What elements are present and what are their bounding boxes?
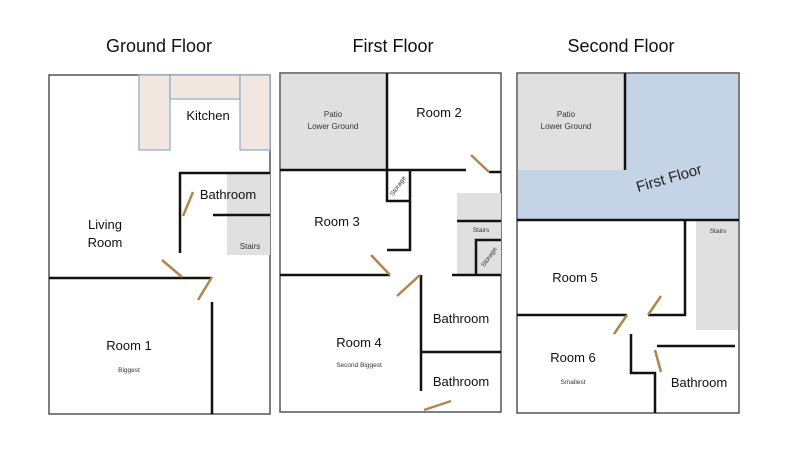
- stairs-label: Stairs: [473, 227, 490, 234]
- bathroom-label: Bathroom: [200, 187, 256, 202]
- patio-label: Patio: [324, 110, 343, 119]
- bathroom-label-1: Bathroom: [433, 311, 489, 326]
- bathroom-label: Bathroom: [671, 375, 727, 390]
- patio-area: [518, 74, 625, 170]
- stairs-label: Stairs: [240, 242, 260, 251]
- kitchen-counter-right: [239, 74, 271, 151]
- room6-note: Smallest: [561, 379, 586, 386]
- living-room-label-2: Room: [88, 235, 123, 250]
- room1-note: Biggest: [118, 367, 140, 374]
- bathroom-door: [653, 349, 663, 373]
- room4-label: Room 4: [336, 335, 382, 350]
- room3-side-wall: [387, 170, 412, 252]
- first-floor-overlay-band: [518, 170, 738, 220]
- second-stairs-area: [696, 221, 738, 330]
- patio-sublabel: Lower Ground: [541, 122, 592, 131]
- storage-box: [385, 170, 410, 203]
- room3-label: Room 3: [314, 214, 360, 229]
- ground-floor-title: Ground Floor: [106, 36, 212, 56]
- kitchen-counter-left: [138, 74, 171, 151]
- room5-door: [646, 295, 663, 316]
- kitchen-label: Kitchen: [186, 108, 229, 123]
- stairs-walls: [452, 219, 501, 277]
- patio-sublabel: Lower Ground: [308, 122, 359, 131]
- room1-door: [196, 276, 214, 301]
- bathroom-door: [423, 399, 452, 412]
- bathroom-wall: [178, 171, 270, 253]
- living-door: [161, 259, 183, 278]
- room3-door: [370, 254, 391, 276]
- room1-label: Room 1: [106, 338, 152, 353]
- bathroom-label-2: Bathroom: [433, 374, 489, 389]
- patio-area: [281, 74, 387, 170]
- first-floor-overlay-top: [625, 74, 738, 172]
- second-floor-plan: Second Floor Patio Lower Ground First Fl…: [516, 36, 740, 414]
- bathroom-door: [181, 191, 195, 217]
- stairs-label: Stairs: [710, 228, 727, 235]
- patio-label: Patio: [557, 110, 576, 119]
- room2-door: [470, 154, 490, 173]
- room2-label: Room 2: [416, 105, 462, 120]
- living-room-label-1: Living: [88, 217, 122, 232]
- room5-label: Room 5: [552, 270, 598, 285]
- room4-note: Second Biggest: [336, 362, 382, 369]
- ground-floor-plan: Ground Floor Kitchen Bathroom Stairs Liv…: [48, 36, 271, 415]
- first-stairs-area: [457, 193, 501, 275]
- room6-door: [612, 314, 629, 335]
- room6-side-wall: [629, 334, 657, 413]
- kitchen-counter-top: [169, 74, 241, 100]
- first-floor-title: First Floor: [353, 36, 434, 56]
- room4-door: [396, 274, 421, 297]
- first-floor-plan: First Floor Patio Lower Ground Room 2 St…: [279, 36, 502, 413]
- second-floor-title: Second Floor: [567, 36, 674, 56]
- room5-side-wall: [648, 220, 687, 317]
- room6-label: Room 6: [550, 350, 596, 365]
